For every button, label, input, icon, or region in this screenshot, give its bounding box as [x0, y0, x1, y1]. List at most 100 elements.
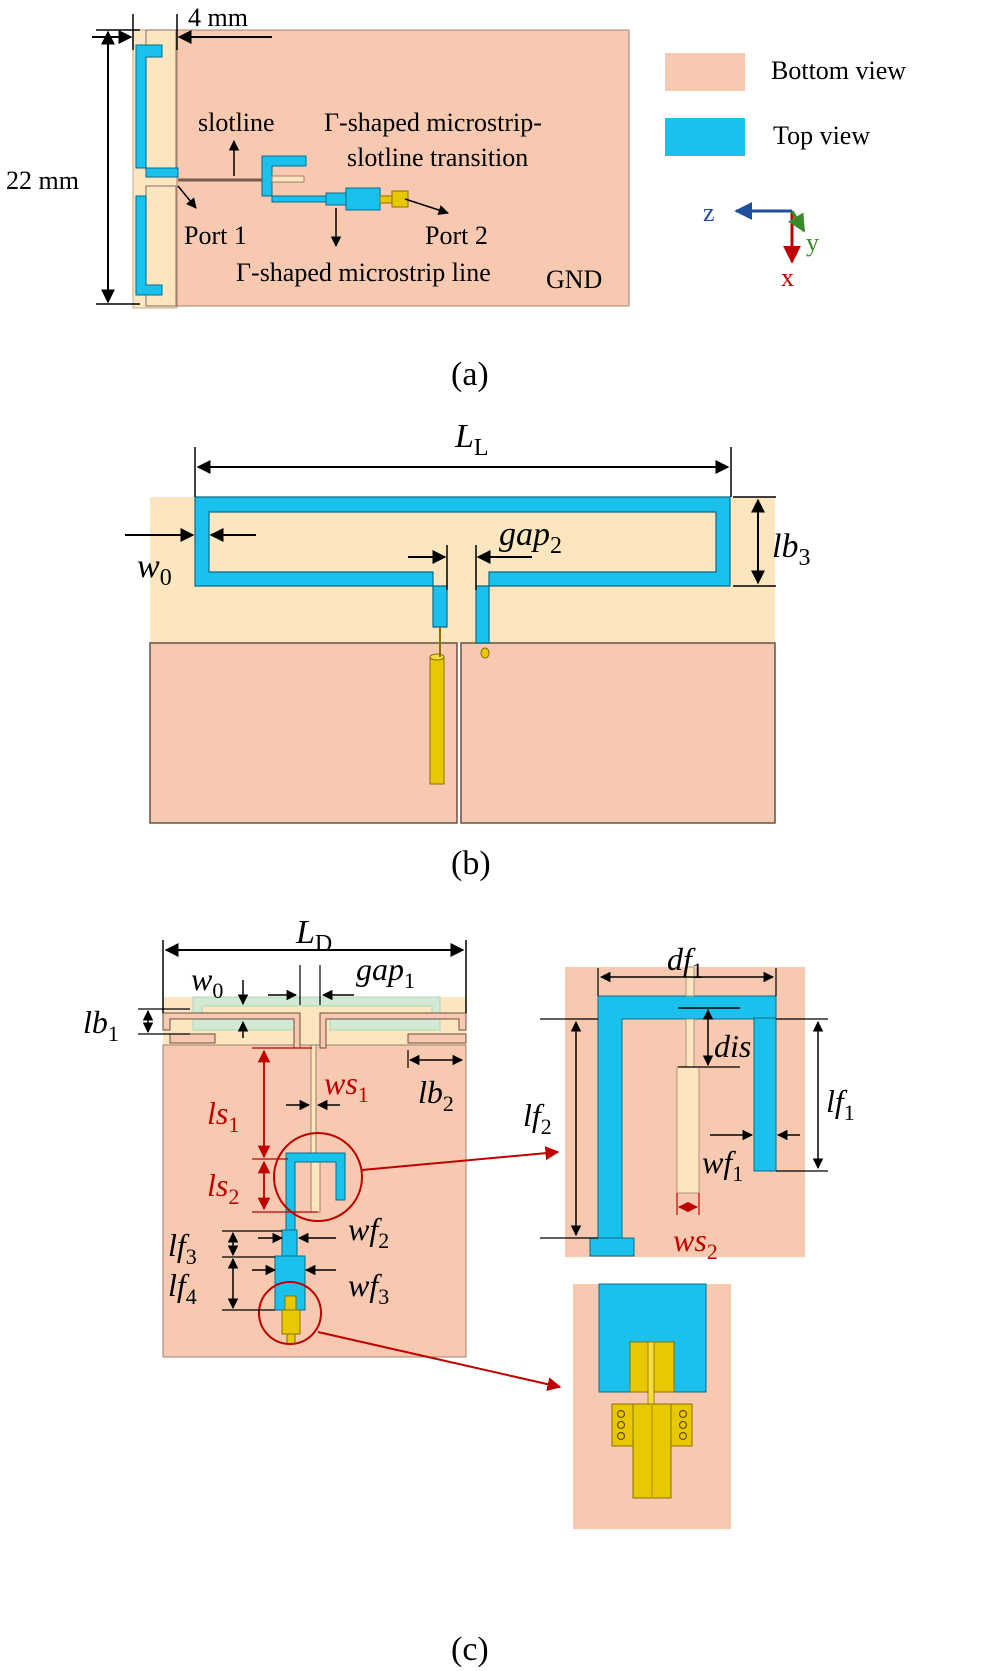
- zoom-circle-1: [273, 1132, 363, 1222]
- ls1-main: ls: [207, 1095, 228, 1131]
- gap2-label: gap2: [499, 516, 562, 559]
- wf2-main: wf: [348, 1211, 382, 1247]
- wf3-main: wf: [348, 1267, 382, 1303]
- microstrip-wide: [345, 187, 381, 211]
- port2-pointer: [404, 198, 449, 216]
- LL-main: L: [454, 418, 474, 455]
- legend-swatch-bottom: [665, 53, 745, 91]
- ls2-main: ls: [207, 1167, 228, 1203]
- connector-pin-c: [284, 1295, 297, 1311]
- dipole-right-c: [319, 1012, 467, 1049]
- zoom2-hole-6: [678, 1431, 688, 1441]
- zoom-pointer-2: [317, 1331, 562, 1392]
- port2-label: Port 2: [425, 221, 488, 250]
- ground-left-b: [149, 642, 458, 824]
- transition-label-1: Γ-shaped microstrip-: [324, 108, 542, 137]
- wf3-label: wf3: [348, 1267, 389, 1309]
- LD-sub: D: [315, 931, 332, 957]
- lb3-sub: 3: [798, 545, 810, 571]
- slot-end: [271, 175, 305, 183]
- microstrip-segment: [271, 195, 327, 203]
- lf1-sub: 1: [844, 1100, 855, 1125]
- LL-label: LL: [454, 418, 489, 461]
- lf2-sub: 2: [541, 1114, 552, 1139]
- y-axis-arrow: [787, 210, 806, 233]
- feed-lf3-c: [281, 1229, 298, 1257]
- coax-feed-b: [429, 656, 445, 785]
- LL-sub: L: [474, 435, 489, 461]
- lf3-label: lf3: [168, 1227, 197, 1269]
- w0-sub-b: 0: [160, 565, 172, 591]
- lb3-main: lb: [772, 528, 798, 565]
- wf1-sub: 1: [732, 1161, 743, 1186]
- legend-label-bottom: Bottom view: [771, 56, 906, 85]
- transition-label-2: slotline transition: [347, 143, 528, 172]
- y-axis-label: y: [806, 228, 819, 257]
- gap2-sub: 2: [550, 533, 562, 559]
- panel-c: LD w0 gap1 lb1 lb2 ls1 ws1 ls2: [83, 914, 855, 1668]
- ls1-label: ls1: [207, 1095, 239, 1137]
- stub-left-c: [169, 1033, 216, 1044]
- lb1-main: lb: [83, 1004, 108, 1040]
- stub-right-c: [407, 1033, 467, 1044]
- top-feed-stub: [145, 167, 179, 178]
- dim-22mm-label: 22 mm: [6, 166, 79, 195]
- ws2-main: ws: [673, 1222, 707, 1258]
- zoom1-feed-step: [589, 1237, 635, 1257]
- lf3-main: lf: [168, 1227, 190, 1263]
- connector-body-c: [281, 1309, 301, 1335]
- coax-top-b: [429, 653, 445, 661]
- panel-c-label: (c): [451, 1631, 489, 1668]
- ground-plane: [176, 29, 630, 307]
- port1-pointer: [177, 185, 197, 209]
- top-loop-lower: [135, 195, 163, 296]
- x-axis-label: x: [781, 263, 794, 292]
- zoom2-hole-5: [678, 1420, 688, 1430]
- ls2-sub: 2: [228, 1184, 239, 1209]
- via-b: [480, 647, 490, 659]
- ws1-main: ws: [324, 1065, 358, 1101]
- LD-main: L: [295, 914, 315, 951]
- df1-main: df: [667, 941, 696, 977]
- zoom1-slot-wide: [676, 1066, 700, 1194]
- ws2-sub: 2: [707, 1239, 718, 1264]
- zoom1-right-leg: [753, 1017, 777, 1172]
- w0-main-b: w: [137, 548, 160, 585]
- gap1-main: gap: [356, 951, 404, 987]
- ws1-sub: 1: [358, 1082, 369, 1107]
- ground-right-b: [460, 642, 776, 824]
- loop-antenna-b: [194, 496, 731, 644]
- gnd-label: GND: [546, 265, 602, 294]
- slotline-label: slotline: [198, 108, 275, 137]
- slot-c: [310, 1044, 317, 1161]
- zoom1-slot-narrow: [685, 1018, 695, 1068]
- lb1-label: lb1: [83, 1004, 119, 1046]
- panel-a: 22 mm 4 mm slotline Γ-shaped microstrip-…: [6, 3, 906, 393]
- ws1-label: ws1: [324, 1065, 369, 1107]
- wf3-sub: 3: [378, 1284, 389, 1309]
- wf1-label: wf1: [702, 1144, 743, 1186]
- zoom2-hole-2: [616, 1420, 626, 1430]
- w0-sub-c: 0: [212, 978, 223, 1003]
- substrate-b: [150, 497, 775, 643]
- LD-label: LD: [295, 914, 332, 957]
- zoom-circle-2: [258, 1281, 322, 1345]
- lf2-main: lf: [523, 1097, 545, 1133]
- zoom2-hole-3: [616, 1431, 626, 1441]
- panel-b: LL w0 gap2 lb3 (b): [125, 418, 810, 882]
- gap2-main: gap: [499, 516, 550, 553]
- microstrip-label: Γ-shaped microstrip line: [236, 258, 491, 287]
- ls2-label: ls2: [207, 1167, 239, 1209]
- ls1-sub: 1: [228, 1112, 239, 1137]
- zoom2-hole-4: [678, 1409, 688, 1419]
- port1-label: Port 1: [184, 221, 247, 250]
- w0-label-b: w0: [137, 548, 172, 591]
- z-axis-label: z: [703, 198, 715, 227]
- lb2-main: lb: [418, 1074, 443, 1110]
- zoom2-pin: [647, 1341, 655, 1405]
- lf2-label: lf2: [523, 1097, 552, 1139]
- lf4-sub: 4: [186, 1284, 197, 1309]
- legend-label-top: Top view: [773, 121, 870, 150]
- lb1-sub: 1: [108, 1021, 119, 1046]
- w0-label-c: w0: [191, 961, 223, 1003]
